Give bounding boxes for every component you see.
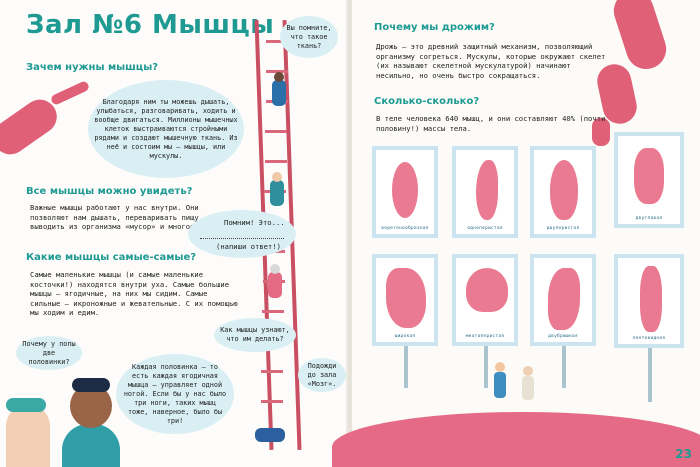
answer-line[interactable]	[200, 238, 284, 239]
muscle-card: одноперистая	[452, 146, 518, 238]
muscle-card: двуглавая	[614, 132, 684, 228]
bubble-how-know: Как мышцы узнают, что им делать?	[214, 318, 296, 352]
heading-why-muscles: Зачем нужны мышцы?	[26, 62, 159, 73]
intro-bubble: Благодаря ним ты можешь дышать, улыбатьс…	[88, 80, 244, 178]
heading-all-visible: Все мышцы можно увидеть?	[26, 186, 193, 197]
ground-illustration	[332, 412, 700, 467]
text-all-visible: Важные мышцы работают у нас внутри. Они …	[30, 203, 230, 232]
heading-superlatives: Какие мышцы самые-самые?	[26, 252, 197, 263]
heading-how-many: Сколько-сколько?	[374, 96, 480, 107]
muscle-card: многоперистая	[452, 254, 518, 346]
bubble-wait-hall: Подожди до зала «Мозг».	[298, 358, 346, 392]
right-page: Почему мы дрожим? Дрожь — это древний за…	[332, 0, 700, 467]
muscle-card: широкая	[372, 254, 438, 346]
bubble-remember-tissue: Вы помните, что такое ткань?	[280, 16, 338, 58]
muscle-card: веретенообразная	[372, 146, 438, 238]
text-why-shiver: Дрожь — это древний защитный механизм, п…	[376, 42, 606, 80]
muscle-card: лентовидная	[614, 254, 684, 348]
muscle-card: двуперистая	[530, 146, 596, 238]
heading-why-shiver: Почему мы дрожим?	[374, 22, 495, 33]
book-gutter	[346, 0, 354, 467]
text-superlatives: Самые маленькие мышцы (и самые маленькие…	[30, 270, 238, 318]
answer-prompt: Помним! Это...	[224, 218, 285, 227]
bubble-glute-answer: Каждая половинка — то есть каждая ягодич…	[116, 354, 234, 434]
muscle-card: двубрюшная	[530, 254, 596, 346]
left-page: Зал №6 Мышцы	[0, 0, 348, 467]
text-how-many: В теле человека 640 мышц, и они составля…	[376, 114, 606, 133]
page-number: 23	[675, 447, 692, 461]
answer-bubble	[188, 210, 296, 258]
page-title: Зал №6 Мышцы	[26, 10, 275, 40]
bubble-why-two: Почему у попы две половинки?	[16, 336, 82, 370]
answer-hint: (напиши ответ!)	[216, 242, 281, 251]
